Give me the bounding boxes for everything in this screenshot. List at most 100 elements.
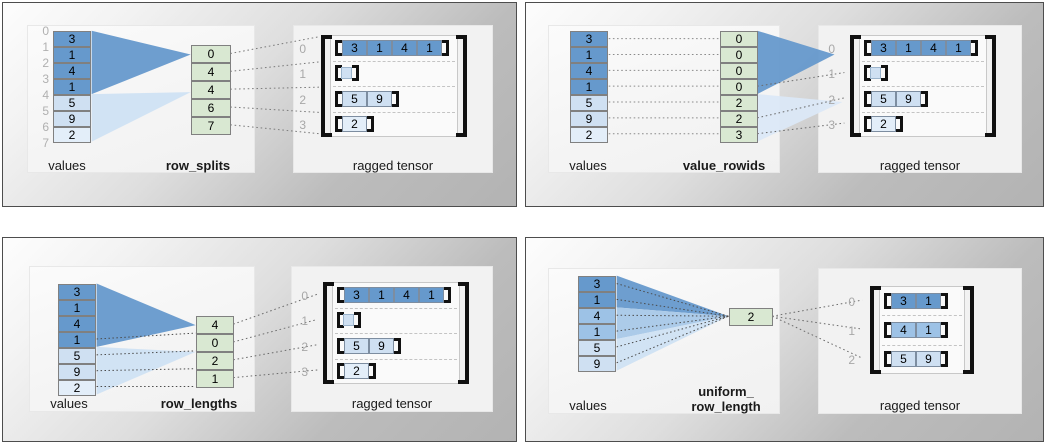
row-bracket-close-icon xyxy=(442,39,449,56)
value-cell: 4 xyxy=(53,63,91,79)
encoding-label-value-rowids: value_rowids xyxy=(682,158,766,173)
encoding-cell: 0 xyxy=(720,63,758,79)
value-cell: 1 xyxy=(58,332,96,348)
tensor-cell: 5 xyxy=(871,90,896,107)
row-bracket-close-icon xyxy=(369,363,376,380)
tensor-row-index-2: 2 xyxy=(301,339,308,354)
encoding-cell: 1 xyxy=(196,370,234,388)
value-cell: 4 xyxy=(570,63,608,79)
value-cell: 1 xyxy=(58,300,96,316)
tensor-bracket-close-icon xyxy=(963,286,974,374)
tensor-label-value-rowids: ragged tensor xyxy=(879,158,961,173)
tensor-cell: 1 xyxy=(916,292,941,309)
tensor-cell: 2 xyxy=(344,363,369,380)
row-separator xyxy=(333,60,455,62)
tensor-cell: 3 xyxy=(871,39,896,56)
tensor-cell: 5 xyxy=(344,337,369,354)
row-bracket-close-icon xyxy=(941,322,948,338)
value-cell: 4 xyxy=(578,308,616,324)
tensor-cell: 4 xyxy=(921,39,946,56)
tensor-cell: 1 xyxy=(916,322,941,338)
row-bracket-open-icon xyxy=(864,39,871,56)
row-bracket-open-icon xyxy=(335,65,342,82)
encoding-cell: 0 xyxy=(720,31,758,47)
value-index-2: 2 xyxy=(42,56,49,70)
row-separator xyxy=(862,86,984,87)
row-bracket-close-icon xyxy=(881,65,888,82)
tensor-row-index-1: 1 xyxy=(848,324,855,338)
encoding-cell: 4 xyxy=(191,63,231,81)
tensor-row-index-2: 2 xyxy=(299,92,306,107)
value-cell: 9 xyxy=(578,356,616,372)
encoding-cell: 4 xyxy=(196,316,234,334)
row-bracket-close-icon xyxy=(444,286,451,303)
row-bracket-open-icon xyxy=(335,90,342,107)
row-bracket-open-icon xyxy=(337,286,344,303)
row-bracket-open-icon xyxy=(884,351,891,368)
row-separator xyxy=(862,60,984,62)
encoding-cell: 2 xyxy=(720,111,758,127)
row-bracket-open-icon xyxy=(337,337,344,354)
tensor-row-index-0: 0 xyxy=(301,288,308,303)
value-cell: 1 xyxy=(53,47,91,63)
values-label-uniform-row-length: values xyxy=(569,398,607,413)
tensor-cell: 4 xyxy=(891,322,916,338)
value-cell: 1 xyxy=(53,79,91,95)
tensor-bracket-open-icon xyxy=(870,286,881,374)
row-bracket-open-icon xyxy=(335,39,342,56)
tensor-cell: 2 xyxy=(871,116,896,133)
tensor-row-index-2: 2 xyxy=(828,92,835,107)
tensor-cell: 5 xyxy=(342,90,367,107)
tensor-row-index-0: 0 xyxy=(848,294,855,309)
row-separator xyxy=(335,307,457,309)
tensor-row-index-3: 3 xyxy=(299,118,306,133)
value-index-6: 6 xyxy=(42,120,49,134)
tensor-cell: 1 xyxy=(946,39,971,56)
values-label-row-splits: values xyxy=(48,158,86,173)
tensor-label-row-lengths: ragged tensor xyxy=(351,396,433,411)
encoding-cell: 0 xyxy=(196,334,234,352)
tensor-bracket-close-icon xyxy=(456,35,467,137)
tensor-cell: 3 xyxy=(344,286,369,303)
encoding-cell: 0 xyxy=(720,79,758,95)
tensor-label-uniform-row-length: ragged tensor xyxy=(879,398,961,413)
value-cell: 5 xyxy=(578,340,616,356)
value-cell: 9 xyxy=(53,111,91,127)
row-bracket-close-icon xyxy=(354,312,361,329)
tensor-row-index-2: 2 xyxy=(848,353,855,368)
tensor-row-index-1: 1 xyxy=(299,67,306,82)
value-index-1: 1 xyxy=(42,40,49,54)
tensor-cell: 4 xyxy=(394,286,419,303)
tensor-cell: 9 xyxy=(896,90,921,107)
value-cell: 5 xyxy=(58,348,96,364)
tensor-row-index-3: 3 xyxy=(301,365,308,380)
row-separator xyxy=(333,86,455,87)
row-bracket-open-icon xyxy=(884,322,891,338)
empty-row-cell xyxy=(870,67,881,80)
value-index-5: 5 xyxy=(42,104,49,118)
value-cell: 3 xyxy=(53,31,91,47)
encoding-label-line-2: row_length xyxy=(691,399,761,414)
row-bracket-open-icon xyxy=(337,312,344,329)
tensor-cell: 3 xyxy=(342,39,367,56)
value-cell: 2 xyxy=(570,127,608,143)
row-bracket-close-icon xyxy=(896,116,903,133)
value-index-7: 7 xyxy=(42,136,49,150)
value-cell: 3 xyxy=(570,31,608,47)
value-cell: 5 xyxy=(570,95,608,111)
encoding-cell: 2 xyxy=(729,308,773,326)
value-cell: 2 xyxy=(58,380,96,396)
encoding-cell: 4 xyxy=(191,81,231,99)
row-separator xyxy=(862,111,984,113)
tensor-cell: 5 xyxy=(891,351,916,368)
value-cell: 1 xyxy=(578,292,616,308)
